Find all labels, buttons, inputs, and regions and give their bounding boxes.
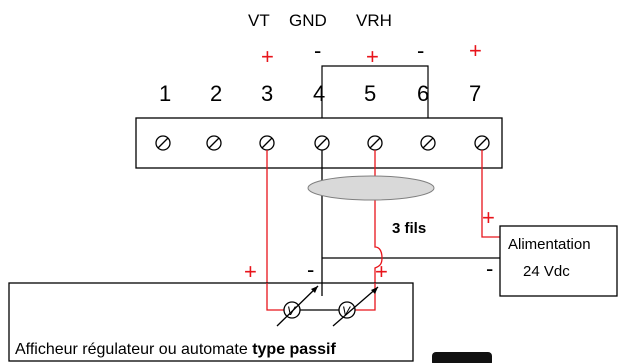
- screw-5-icon: [367, 135, 383, 151]
- screw-6-icon: [420, 135, 436, 151]
- power-supply-line2: 24 Vdc: [523, 263, 570, 280]
- power-supply-line1: Alimentation: [508, 236, 591, 253]
- label-vt: VT: [248, 11, 270, 30]
- power-supply-box: [499, 225, 618, 297]
- voltmeter-1-icon: V: [276, 285, 319, 327]
- terminal-number-6: 6: [417, 81, 429, 106]
- voltmeter-2-symbol: V: [342, 304, 351, 318]
- display-box: [8, 282, 414, 362]
- display-minus: -: [307, 257, 314, 282]
- polarity-5: +: [366, 44, 379, 69]
- polarity-7: +: [469, 38, 482, 63]
- supply-plus-sign: +: [482, 205, 495, 230]
- terminal-number-3: 3: [261, 81, 273, 106]
- display-plus-left: +: [244, 259, 257, 284]
- voltmeter-2-icon: V: [332, 286, 379, 327]
- supply-minus-sign: -: [486, 256, 493, 281]
- display-caption-normal: Afficheur régulateur ou automate: [15, 341, 252, 358]
- terminal-number-7: 7: [469, 81, 481, 106]
- polarity-3: +: [261, 44, 274, 69]
- cable-label: 3 fils: [392, 220, 426, 237]
- polarity-6: -: [417, 38, 424, 63]
- wire-vrh: [374, 150, 383, 283]
- label-gnd: GND: [289, 11, 327, 30]
- terminal-number-4: 4: [313, 81, 325, 106]
- dark-tab: [432, 352, 492, 363]
- display-caption-bold: type passif: [252, 341, 336, 358]
- bridge-4-6: [321, 65, 429, 140]
- polarity-4: -: [314, 38, 321, 63]
- screw-4-icon: [314, 135, 330, 151]
- screw-2-icon: [206, 135, 222, 151]
- display-caption: Afficheur régulateur ou automate type pa…: [15, 341, 336, 358]
- wire-supply-plus: [481, 150, 500, 238]
- terminal-screws: [155, 135, 490, 151]
- wire-vt-inside: [266, 283, 285, 311]
- screw-3-icon: [259, 135, 275, 151]
- terminal-number-1: 1: [159, 81, 171, 106]
- cable-bundle: [307, 175, 435, 201]
- label-vrh: VRH: [356, 11, 392, 30]
- display-plus-right: +: [375, 259, 388, 284]
- terminal-number-5: 5: [364, 81, 376, 106]
- screw-1-icon: [155, 135, 171, 151]
- terminal-number-2: 2: [210, 81, 222, 106]
- screw-7-icon: [474, 135, 490, 151]
